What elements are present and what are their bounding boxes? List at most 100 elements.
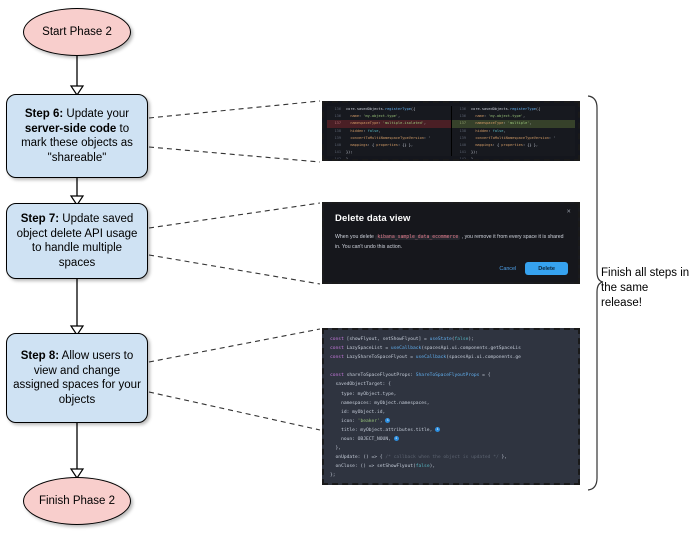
delete-button[interactable]: Delete xyxy=(525,262,568,275)
diff-line-number: 138 xyxy=(334,128,342,133)
modal-body-after: , you remove it from every space it is s… xyxy=(335,234,564,250)
close-icon[interactable]: ✕ xyxy=(566,209,571,215)
diff-line-number: 142 xyxy=(459,157,467,161)
diff-line-text: mappings: { properties: {} }, xyxy=(475,142,539,147)
diff-line-number: 141 xyxy=(334,150,342,155)
diff-line-text: }); xyxy=(471,150,478,155)
code-line: namespaces: myObject.namespaces, xyxy=(330,400,430,406)
diff-line: 136 name: 'my-object-type', xyxy=(327,113,451,120)
diff-line-text: namespaceType: 'multiple', xyxy=(475,121,532,126)
diff-line: 138 hidden: false, xyxy=(327,128,451,135)
code-line: }; xyxy=(330,473,336,479)
code-line: type: myObject.type, xyxy=(330,391,397,397)
modal-title: Delete data view xyxy=(335,213,411,224)
diff-line: 136 core.savedObjects.registerType({ xyxy=(452,106,575,113)
finish-node[interactable]: Finish Phase 2 xyxy=(23,477,131,525)
code-line: noun: OBJECT_NOUN, i xyxy=(330,436,399,443)
diff-line: 142} xyxy=(452,156,575,161)
callout-step7-bottom xyxy=(148,254,321,285)
start-node[interactable]: Start Phase 2 xyxy=(23,8,131,56)
step-node-step8[interactable]: Step 8: Allow users to view and change a… xyxy=(6,333,148,423)
callout-step8-top xyxy=(148,328,321,363)
diff-line-number: 137 xyxy=(334,121,342,126)
diff-line-text: name: 'my-object-type', xyxy=(350,114,401,119)
diff-line-text: } xyxy=(346,157,349,161)
step-node-step7[interactable]: Step 7: Update saved object delete API u… xyxy=(6,203,148,279)
diff-line: 138 hidden: false, xyxy=(452,128,575,135)
code-line: const [showFlyout, setShowFlyout] = useS… xyxy=(330,337,474,342)
diff-line-text: core.savedObjects.registerType({ xyxy=(346,107,416,111)
modal-actions: Cancel Delete xyxy=(499,262,568,275)
diff-line: 136 core.savedObjects.registerType({ xyxy=(327,106,451,113)
info-badge-icon[interactable]: i xyxy=(393,436,399,442)
cancel-button[interactable]: Cancel xyxy=(499,265,517,272)
diff-line-text: }); xyxy=(346,150,353,155)
diff-line: 140 mappings: { properties: {} }, xyxy=(327,142,451,149)
code-line: title: myObject.attributes.title, i xyxy=(330,426,441,433)
diff-line-number: 136 xyxy=(459,114,467,119)
diff-line-text: } xyxy=(471,157,474,161)
code-line: const LazyShareToSpaceFlyout = useCallba… xyxy=(330,355,521,361)
diff-line-number: 136 xyxy=(459,107,467,111)
diff-line-text: mappings: { properties: {} }, xyxy=(350,142,414,147)
diff-line-text: convertToMultiNamespaceTypeVersion: ' xyxy=(475,135,556,140)
code-line: savedObjectTarget: { xyxy=(330,382,391,388)
group-annotation-label: Finish all steps in the same release! xyxy=(601,267,690,309)
diff-line-text: hidden: false, xyxy=(475,128,506,133)
step8-title: Step 8: xyxy=(20,350,60,362)
code-line: onUpdate: () => { /* callback when the o… xyxy=(330,455,508,461)
diff-line: 142} xyxy=(327,156,451,161)
modal-body-before: When you delete xyxy=(335,234,376,240)
modal-body-code: kibana_sample_data_ecommerce xyxy=(375,235,461,240)
diff-line-text: convertToMultiNamespaceTypeVersion: ' xyxy=(350,135,431,140)
step6-emphasis: server-side code xyxy=(24,122,117,135)
diff-line: 141}); xyxy=(327,149,451,156)
finish-node-label: Finish Phase 2 xyxy=(38,494,116,507)
code-line: icon: 'beaker', i xyxy=(330,417,391,424)
screenshot-delete-modal[interactable]: ✕ Delete data view When you delete kiban… xyxy=(322,202,580,284)
diff-line-number: 138 xyxy=(459,128,467,133)
diff-line-text: name: 'my-object-type', xyxy=(475,114,526,119)
step-node-step6[interactable]: Step 6: Update your server-side code to … xyxy=(6,94,148,178)
callout-step6-bottom xyxy=(148,146,321,163)
diff-line: 140 mappings: { properties: {} }, xyxy=(452,142,575,149)
diff-line: 139 convertToMultiNamespaceTypeVersion: … xyxy=(452,135,575,142)
code-line: id: myObject.id, xyxy=(330,409,386,415)
modal-body: When you delete kibana_sample_data_ecomm… xyxy=(335,233,567,251)
diff-line: 139 convertToMultiNamespaceTypeVersion: … xyxy=(327,135,451,142)
diff-line-number: 140 xyxy=(334,142,342,147)
info-badge-icon[interactable]: i xyxy=(385,417,391,423)
code-line: const LazySpaceList = useCallback(spaces… xyxy=(330,346,521,352)
code-block: const [showFlyout, setShowFlyout] = useS… xyxy=(330,335,572,481)
diff-line-text: core.savedObjects.registerType({ xyxy=(471,107,541,111)
info-badge-icon[interactable]: i xyxy=(435,426,441,432)
step6-title: Step 6: xyxy=(24,108,64,120)
diff-line: 137 namespaceType: 'multiple-isolated', xyxy=(327,120,451,128)
callout-step8-bottom xyxy=(148,391,321,431)
step8-text-before: Allow users to view and change assigned … xyxy=(13,350,141,406)
diff-line-number: 136 xyxy=(334,114,342,119)
screenshot-share-flyout-code[interactable]: const [showFlyout, setShowFlyout] = useS… xyxy=(322,328,580,485)
diff-line-number: 139 xyxy=(459,135,467,140)
diff-pane-after: 136 core.savedObjects.registerType({ 136 n… xyxy=(451,106,575,159)
step6-text-before: Update your xyxy=(63,108,130,120)
code-line xyxy=(330,362,572,371)
diff-line-number: 137 xyxy=(459,121,467,126)
diff-line: 137 namespaceType: 'multiple', xyxy=(452,120,575,128)
diff-pane-before: 136 core.savedObjects.registerType({ 136 n… xyxy=(327,106,451,159)
diff-line: 141}); xyxy=(452,149,575,156)
diff-line: 136 name: 'my-object-type', xyxy=(452,113,575,120)
code-line: }, xyxy=(330,446,342,452)
diff-line-number: 139 xyxy=(334,135,342,140)
diff-line-number: 140 xyxy=(459,142,467,147)
step7-text-before: Update saved object delete API usage to … xyxy=(16,213,138,269)
diff-line-number: 142 xyxy=(334,157,342,161)
code-line: onClose: () => setShowFlyout(false), xyxy=(330,464,436,470)
step6-text-after: to mark these objects as "shareable" xyxy=(21,122,133,164)
screenshot-code-diff[interactable]: 136 core.savedObjects.registerType({ 136 n… xyxy=(322,101,580,161)
diff-line-number: 136 xyxy=(334,107,342,111)
diff-line-text: namespaceType: 'multiple-isolated', xyxy=(350,121,427,126)
code-line: const shareToSpaceFlyoutProps: ShareToSp… xyxy=(330,373,491,379)
callout-step7-top xyxy=(148,202,321,229)
step7-title: Step 7: xyxy=(20,213,60,225)
